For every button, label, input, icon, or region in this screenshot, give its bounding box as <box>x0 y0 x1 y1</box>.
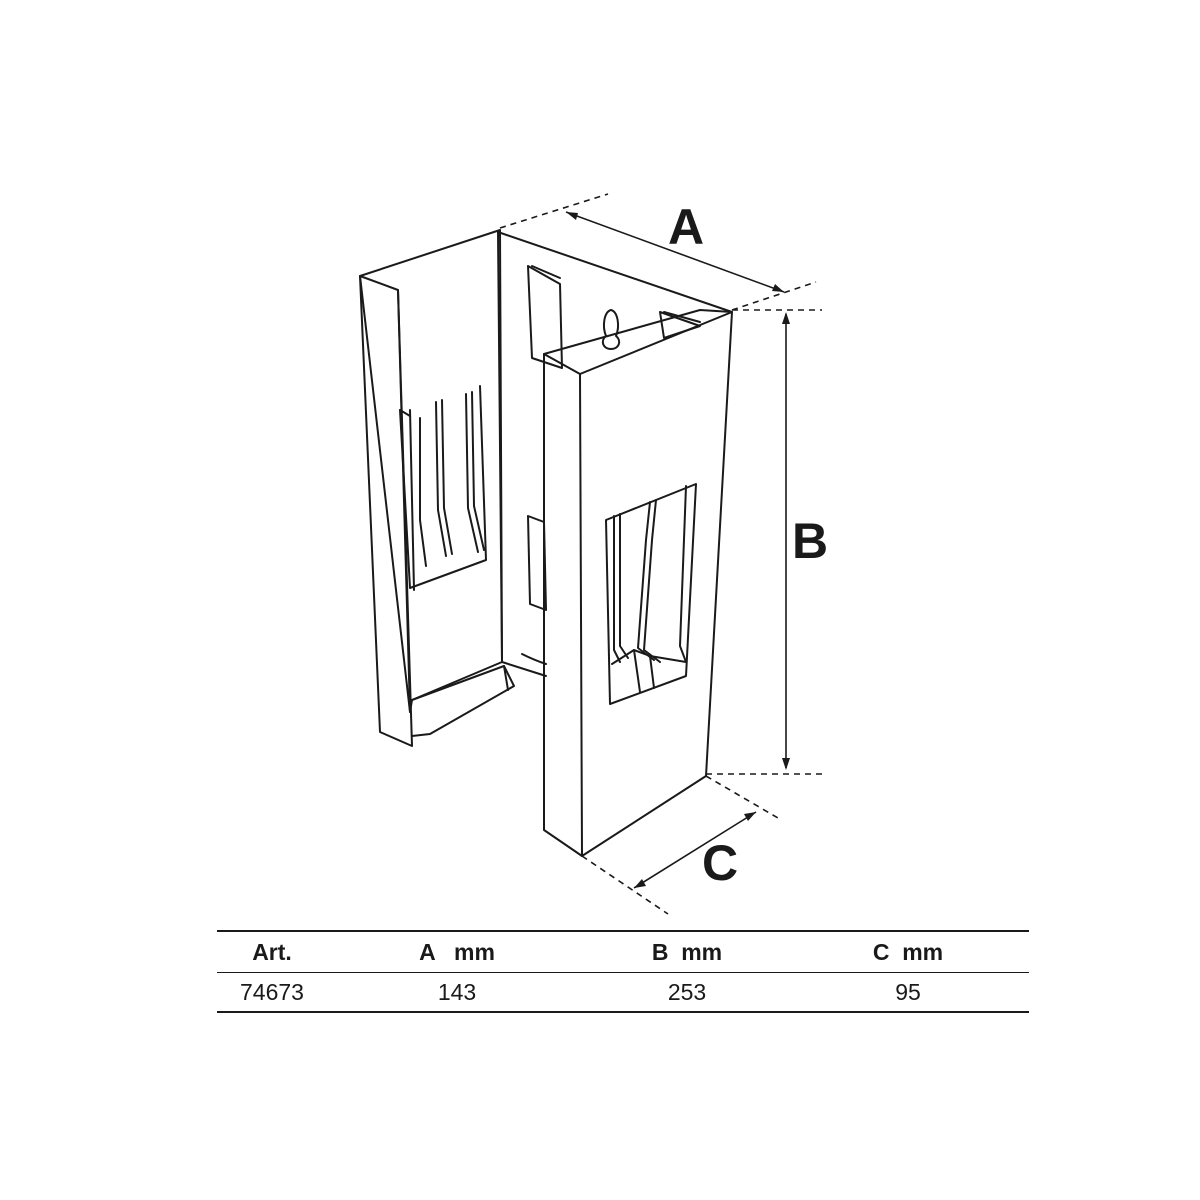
cell-b: 253 <box>587 972 787 1013</box>
dimension-label-b: B <box>792 513 828 569</box>
dimension-lines <box>499 193 822 915</box>
dimension-table: Art. A mm B mm C mm 74673 143 253 95 <box>217 930 1029 1013</box>
cell-art: 74673 <box>217 972 327 1013</box>
product-dimension-drawing: A B C <box>359 193 828 915</box>
header-art: Art. <box>217 930 327 973</box>
keyhole-icon <box>601 309 621 350</box>
right-front-wall <box>543 309 733 857</box>
cell-a: 143 <box>327 972 587 1013</box>
header-b-mm: B mm <box>587 930 787 973</box>
dimension-arrowheads <box>566 212 790 888</box>
table-row: 74673 143 253 95 <box>217 972 1029 1013</box>
left-side-wall <box>359 229 515 747</box>
header-c-mm: C mm <box>787 930 1029 973</box>
header-a-mm: A mm <box>327 930 587 973</box>
dimension-label-c: C <box>702 835 738 891</box>
cell-c: 95 <box>787 972 1029 1013</box>
dimension-label-a: A <box>668 199 704 255</box>
table-header-row: Art. A mm B mm C mm <box>217 930 1029 973</box>
